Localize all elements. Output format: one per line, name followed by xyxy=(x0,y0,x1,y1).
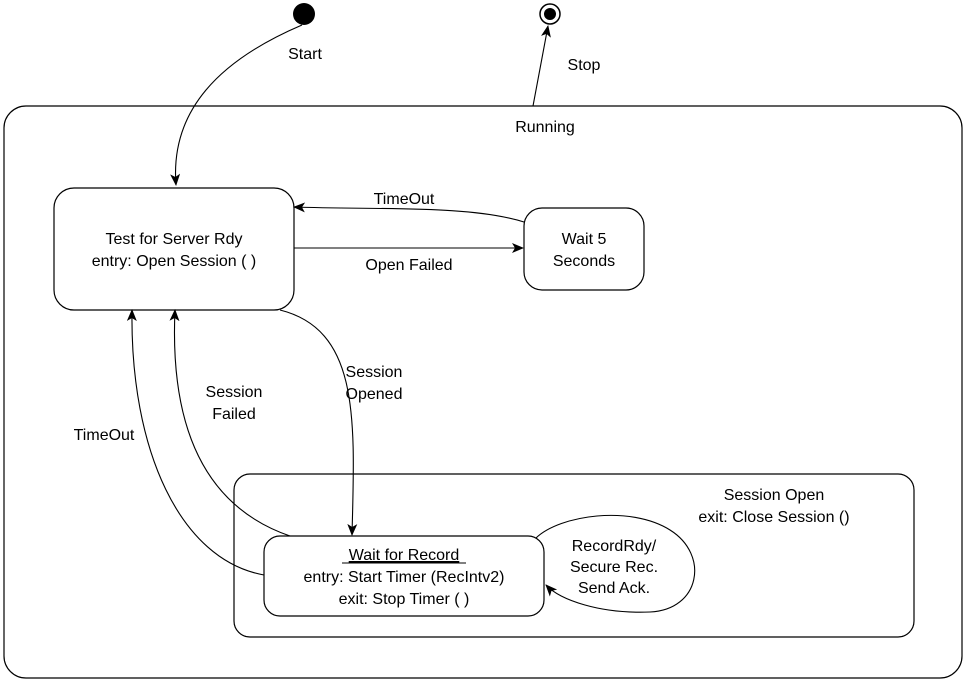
timeout-wait5-label: TimeOut xyxy=(374,191,435,208)
wait-5-line1: Wait 5 xyxy=(562,231,607,248)
session-failed-line2: Failed xyxy=(212,406,256,423)
timeout-record-transition xyxy=(126,309,265,576)
wait-5-line2: Seconds xyxy=(553,253,615,270)
test-server-ready-name: Test for Server Rdy xyxy=(106,231,243,248)
wait-for-record-name: Wait for Record xyxy=(349,547,460,564)
record-ready-line3: Send Ack. xyxy=(578,580,650,597)
record-ready-line2: Secure Rec. xyxy=(570,559,658,576)
stop-label: Stop xyxy=(568,57,601,74)
running-label: Running xyxy=(515,119,575,136)
session-opened-line2: Opened xyxy=(346,386,403,403)
open-failed-label: Open Failed xyxy=(365,257,452,274)
start-label: Start xyxy=(288,46,322,63)
stop-transition xyxy=(532,25,551,107)
record-ready-self-transition xyxy=(535,514,696,613)
timeout-record-label: TimeOut xyxy=(74,427,135,444)
session-failed-line1: Session xyxy=(206,384,263,401)
session-open-exit: exit: Close Session () xyxy=(698,509,849,526)
session-failed-transition xyxy=(169,309,291,537)
final-state-bullseye xyxy=(539,3,561,25)
timeout-wait5-transition xyxy=(293,202,525,223)
initial-state-dot xyxy=(293,3,315,25)
test-server-ready-state xyxy=(53,187,295,311)
wait-for-record-exit: exit: Stop Timer ( ) xyxy=(339,591,470,608)
session-open-name: Session Open xyxy=(724,487,825,504)
record-ready-line1: RecordRdy/ xyxy=(572,538,657,555)
wait-for-record-state xyxy=(263,535,545,617)
session-opened-line1: Session xyxy=(346,364,403,381)
test-server-ready-entry: entry: Open Session ( ) xyxy=(92,253,257,270)
wait-for-record-entry: entry: Start Timer (RecIntv2) xyxy=(304,569,505,586)
start-transition xyxy=(170,24,303,186)
session-opened-transition xyxy=(279,309,358,536)
wait-5-seconds-state xyxy=(523,207,645,291)
